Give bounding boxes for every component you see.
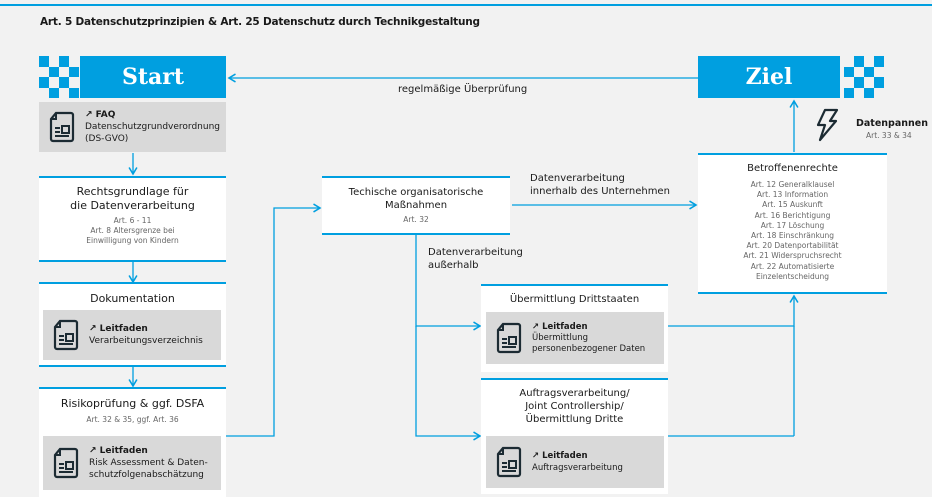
legal-basis-sub-2: Art. 8 Altersgrenze bei [90,226,175,235]
third-country-guide-text-2: personenbezogener Daten [532,343,646,354]
rights-item: Art. 18 Einschränkung [750,231,835,241]
processing-title-3: Übermittlung Dritte [525,414,624,425]
legal-basis-sub-1: Art. 6 - 11 [113,216,152,225]
processing-guide-link[interactable]: ↗ Leitfaden [532,451,588,461]
internal-label-2: innerhalb des Unternehmen [530,186,670,197]
tom-box: Techische organisatorische Maßnahmen Art… [322,176,510,235]
risk-guide-text-1: Risk Assessment & Daten- [89,458,208,468]
arrow-third-to-rights [668,294,799,327]
faq-text-1: Datenschutzgrundverordnung [85,122,220,132]
internal-label: Datenverarbeitung innerhalb des Unterneh… [530,172,670,198]
start-label: Start [121,64,185,90]
processing-title-1: Auftragsverarbeitung/ [519,388,630,399]
processing-title-2: Joint Controllership/ [525,401,624,412]
rights-title: Betroffenenrechte [747,163,838,174]
faq-text-2: (DS-GVO) [85,134,129,144]
third-country-guide-link[interactable]: ↗ Leitfaden [532,321,588,332]
legal-basis-title-2: die Datenverarbeitung [70,199,195,212]
documentation-guide-text: Verarbeitungsverzeichnis [89,336,203,346]
document-icon [53,319,79,351]
external-label-2: außerhalb [428,260,479,271]
tom-sub: Art. 32 [403,215,429,224]
documentation-guide-card[interactable]: ↗ Leitfaden Verarbeitungsverzeichnis [43,310,221,360]
risk-sub: Art. 32 & 35, ggf. Art. 36 [86,415,179,424]
rights-item: Art. 20 Datenportabilität [746,241,839,251]
top-rule [0,4,932,6]
rights-item: Art. 16 Berichtigung [754,210,831,220]
third-country-guide-card[interactable]: ↗ Leitfaden Übermittlung personenbezogen… [486,312,664,364]
risk-guide-card[interactable]: ↗ Leitfaden Risk Assessment & Daten- sch… [43,436,221,490]
breach-title: Datenpannen [856,118,928,129]
tom-title-1: Techische organisatorische [348,187,484,198]
start-box: Start [80,56,226,98]
document-icon [53,447,79,479]
rights-item: Art. 12 Generalklausel [750,180,835,189]
rights-item: Art. 15 Auskunft [762,200,823,210]
document-icon [496,322,522,354]
goal-box: Ziel [698,56,840,98]
risk-guide-text-2: schutzfolgenabschätzung [89,470,204,480]
rights-item: Art. 13 Information [756,190,829,200]
document-icon [49,111,75,143]
arrow-tom-to-processing [415,326,482,441]
arrow-risk-to-tom [226,203,322,437]
external-label-1: Datenverarbeitung [428,247,523,258]
risk-title: Risikoprüfung & ggf. DSFA [60,397,205,410]
faq-card[interactable]: ↗ FAQ Datenschutzgrundverordnung (DS-GVO… [39,102,226,152]
rights-box: Betroffenenrechte Art. 12 Generalklausel… [698,153,887,294]
risk-guide-link[interactable]: ↗ Leitfaden [89,446,148,456]
third-country-title: Übermittlung Drittstaaten [509,294,640,305]
processing-guide-text: Auftragsverarbeitung [532,463,623,473]
rights-item: Einzelentscheidung [755,271,830,281]
third-country-guide-text-1: Übermittlung [532,332,589,343]
rights-item: Art. 22 Automatisierte [750,261,835,271]
page-title: Art. 5 Datenschutzprinzipien & Art. 25 D… [40,16,480,28]
checkered-flag-goal [844,56,884,98]
external-label: Datenverarbeitung außerhalb [428,246,523,272]
document-icon [496,446,522,478]
faq-link[interactable]: ↗ FAQ [85,110,116,120]
loop-label: regelmäßige Überprüfung [398,84,528,95]
internal-label-1: Datenverarbeitung [530,173,625,184]
legal-basis-sub-3: Einwilligung von Kindern [86,236,179,245]
processing-guide-card[interactable]: ↗ Leitfaden Auftragsverarbeitung [486,436,664,488]
goal-label: Ziel [745,64,793,90]
breach-sub: Art. 33 & 34 [866,131,912,140]
checkered-flag-start [39,56,79,98]
documentation-guide-link[interactable]: ↗ Leitfaden [89,324,148,334]
legal-basis-box: Rechtsgrundlage für die Datenverarbeitun… [39,176,226,262]
legal-basis-title-1: Rechtsgrundlage für [76,185,189,198]
rights-item: Art. 21 Widerspruchsrecht [743,251,842,261]
tom-title-2: Maßnahmen [384,200,448,211]
lightning-icon [816,108,839,142]
rights-item: Art. 17 Löschung [760,220,825,230]
documentation-title: Dokumentation [90,292,175,305]
